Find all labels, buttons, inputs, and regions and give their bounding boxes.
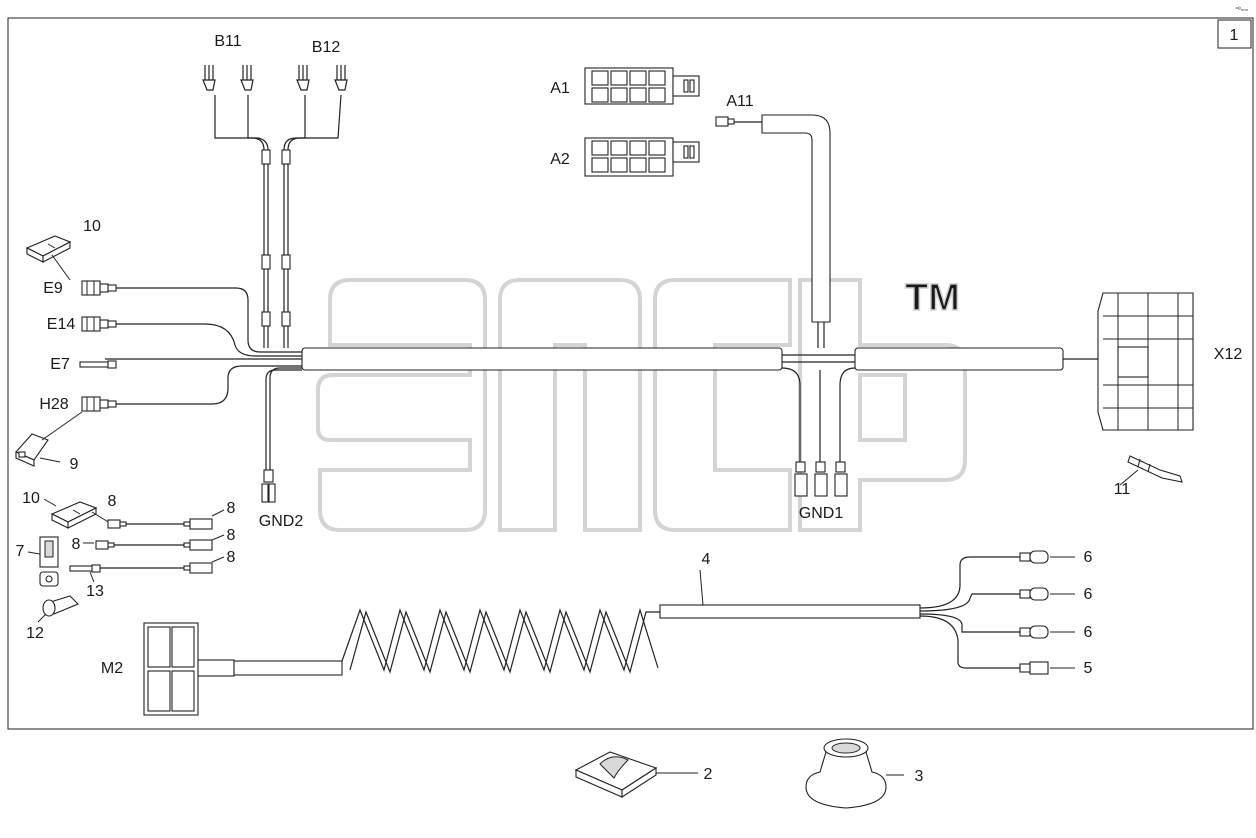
label-8-b: 8	[227, 500, 236, 517]
label-11: 11	[1114, 481, 1131, 498]
label-2: 2	[704, 766, 713, 783]
label-B11: B11	[214, 33, 241, 50]
part-11-terminal	[1119, 455, 1183, 486]
main-harness	[105, 347, 1103, 371]
sensor-branch-b11-b12	[202, 65, 348, 348]
label-A11: A11	[726, 93, 753, 110]
label-GND1: GND1	[799, 505, 844, 522]
corner-mark: °º▫▫▫	[1235, 6, 1248, 14]
label-6-b: 6	[1084, 586, 1093, 603]
ground-GND2	[261, 367, 302, 503]
connector-X12	[1097, 292, 1194, 431]
part-2-clip	[574, 751, 698, 799]
coil-cable	[233, 569, 921, 676]
label-6-a: 6	[1084, 549, 1093, 566]
label-B12: B12	[312, 39, 341, 56]
label-9: 9	[70, 456, 79, 473]
label-A2: A2	[550, 151, 570, 168]
watermark-logo: TM	[316, 276, 967, 532]
ground-GND1	[781, 367, 856, 497]
label-GND2: GND2	[259, 513, 304, 530]
watermark-tm: TM	[905, 277, 960, 319]
part-9	[15, 411, 83, 467]
branch-E7	[79, 360, 117, 369]
label-5: 5	[1084, 660, 1093, 677]
label-4: 4	[702, 551, 711, 568]
sheet-number: 1	[1230, 27, 1239, 44]
label-12: 12	[26, 625, 44, 642]
label-8-c: 8	[72, 536, 81, 553]
label-E14: E14	[47, 316, 76, 333]
part-10-lower	[43, 498, 98, 529]
diagram-frame	[7, 17, 1254, 730]
label-E7: E7	[50, 356, 70, 373]
label-8-d: 8	[227, 527, 236, 544]
branch-E14	[81, 316, 302, 357]
label-A1: A1	[550, 80, 570, 97]
wire-8-middle	[83, 534, 225, 551]
branch-A11	[715, 114, 831, 348]
branch-H28	[81, 365, 302, 412]
label-H28: H28	[39, 396, 68, 413]
part-12	[37, 595, 79, 623]
wire-13	[69, 556, 225, 583]
label-8-a: 8	[108, 493, 117, 510]
cable-end-branches	[919, 550, 1075, 675]
label-E9: E9	[43, 280, 63, 297]
part-3-grommet	[805, 738, 904, 809]
sheet-number-box	[1217, 19, 1252, 49]
label-10-upper: 10	[83, 218, 101, 235]
connector-A1	[584, 67, 700, 105]
label-13: 13	[86, 583, 104, 600]
label-6-c: 6	[1084, 624, 1093, 641]
wire-8-top	[91, 509, 225, 530]
label-10-lower: 10	[22, 490, 40, 507]
branch-E9	[81, 280, 302, 353]
label-7: 7	[16, 543, 25, 560]
label-X12: X12	[1214, 346, 1243, 363]
label-3: 3	[915, 768, 924, 785]
connector-A2	[584, 137, 700, 177]
connector-M2	[143, 622, 235, 716]
part-10-upper	[25, 235, 72, 281]
label-M2: M2	[101, 660, 123, 677]
label-8-e: 8	[227, 549, 236, 566]
part-7	[27, 536, 59, 587]
